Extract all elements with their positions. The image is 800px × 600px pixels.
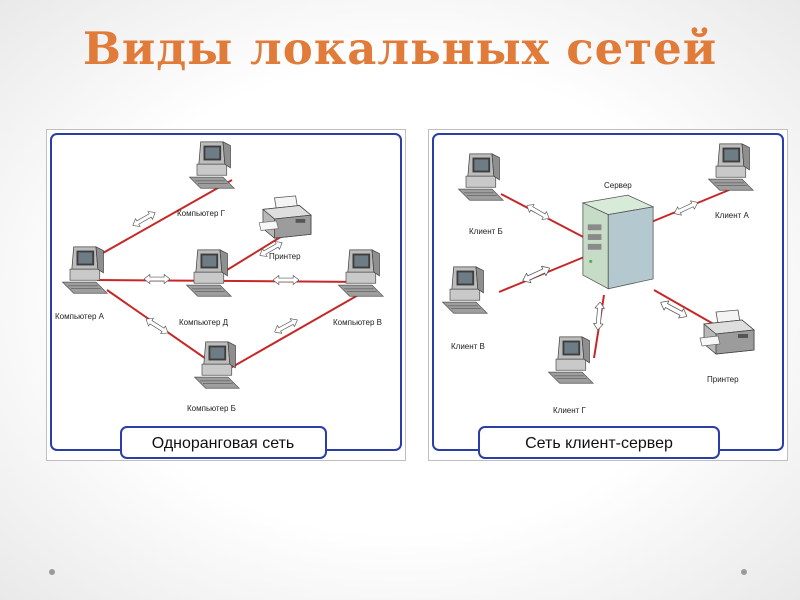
client-a-icon [708,143,754,191]
client-g-label: Клиент Г [553,406,587,415]
client-b-label: Клиент Б [469,227,503,236]
link-arrow-icon [273,275,299,285]
computer-g-icon [189,141,235,189]
printer-icon [258,195,312,239]
peer-network-caption: Одноранговая сеть [152,435,295,452]
printer-icon [699,309,755,355]
computer-a-icon [62,246,108,294]
client-v-icon [442,266,488,314]
client-server-caption-box [478,426,720,459]
computer-d-icon [186,249,232,297]
computer-a-label: Компьютер А [55,312,105,321]
link-arrow-icon [272,315,300,337]
client-g-icon [548,336,594,384]
computer-b-label: Компьютер Б [187,404,236,413]
computer-d-label: Компьютер Д [179,318,229,327]
server-label: Сервер [604,181,632,190]
client-a-label: Клиент А [715,211,750,220]
computer-g-label: Компьютер Г [177,209,226,218]
peer-network-panel: Компьютер Г Принтер Компьютер А Компьюте… [46,129,406,461]
client-b-icon [458,153,504,201]
client-server-caption: Сеть клиент-сервер [525,435,673,452]
printer-label: Принтер [707,375,739,384]
peer-network-caption-box [120,426,327,459]
computer-v-icon [338,249,384,297]
computer-v-label: Компьютер В [333,318,382,327]
link-arrow-icon [144,274,170,284]
slide-dot-decoration [741,569,747,575]
slide-title: Виды локальных сетей [82,22,718,75]
client-server-panel: Сервер Клиент Б Клиент А Клиент В Клиент… [428,129,788,461]
computer-b-icon [194,341,240,389]
client-v-label: Клиент В [451,342,485,351]
link-arrow-icon [130,208,158,230]
printer-label: Принтер [269,252,301,261]
server-icon [582,194,654,290]
slide-dot-decoration [49,569,55,575]
link-arrow-icon [672,198,700,218]
